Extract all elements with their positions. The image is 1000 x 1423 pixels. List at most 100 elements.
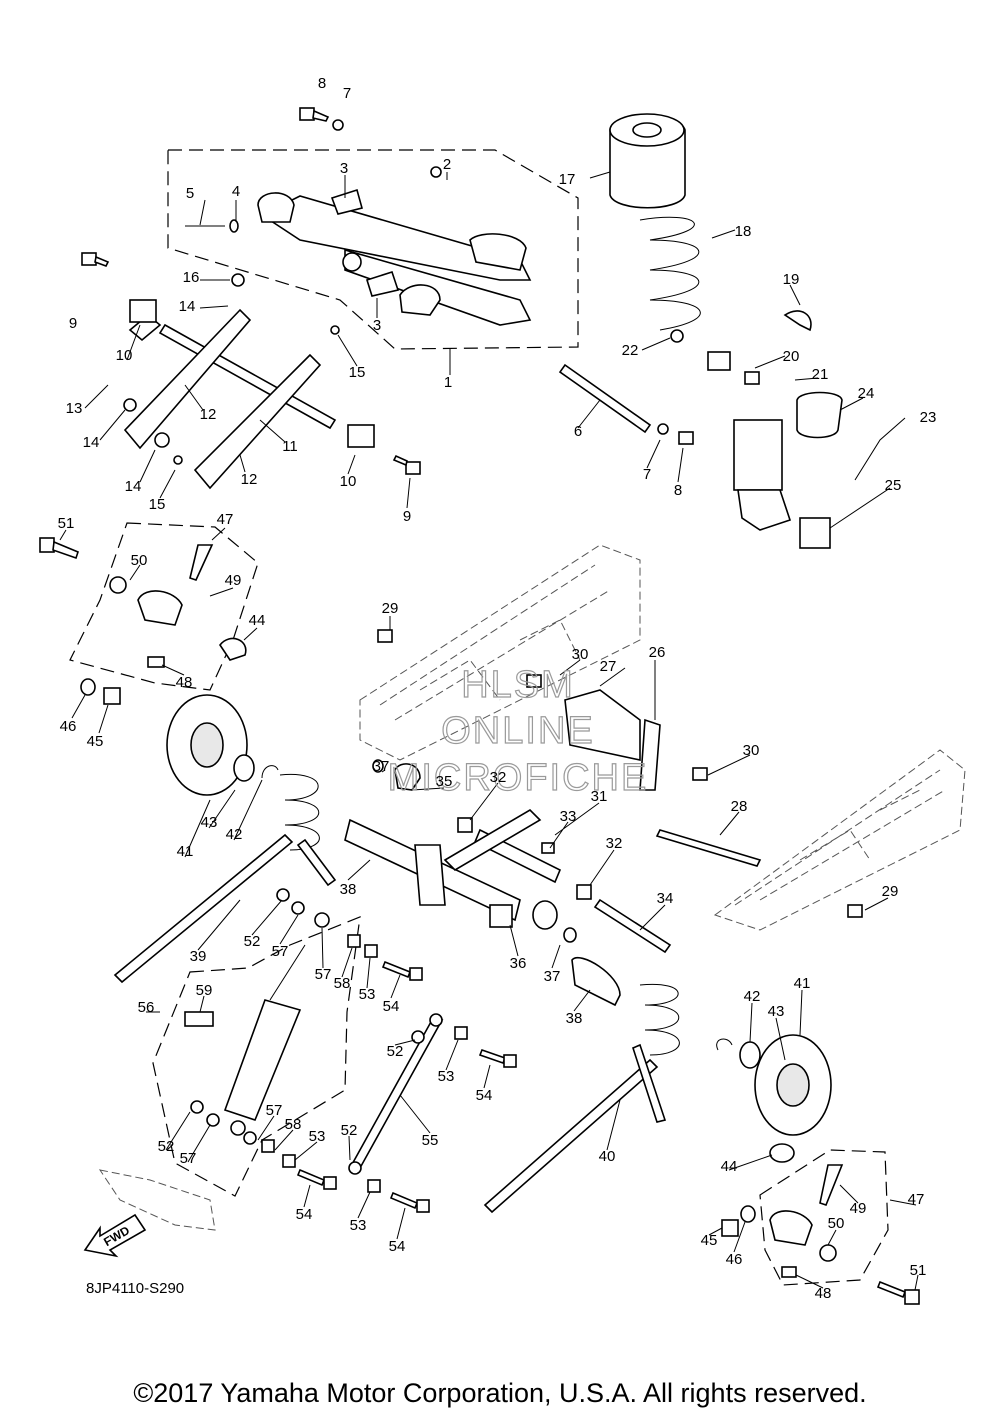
callout-57: 57	[180, 1150, 197, 1167]
callout-50: 50	[828, 1215, 845, 1232]
callout-10: 10	[340, 473, 357, 490]
callout-59: 59	[196, 982, 213, 999]
callout-52: 52	[341, 1122, 358, 1139]
callout-12: 12	[200, 406, 217, 423]
callout-51: 51	[910, 1262, 927, 1279]
callout-1: 1	[444, 374, 452, 391]
bolt-9-upper-left	[81, 252, 110, 267]
idler-wheel-right	[716, 1034, 832, 1163]
callout-57: 57	[266, 1102, 283, 1119]
callout-54: 54	[296, 1206, 313, 1223]
frame-outline-fwd	[98, 1169, 216, 1231]
callout-7: 7	[343, 85, 351, 102]
shock-absorber	[609, 113, 843, 549]
callout-9: 9	[69, 315, 77, 332]
callout-53: 53	[438, 1068, 455, 1085]
callout-53: 53	[350, 1217, 367, 1234]
callout-24: 24	[858, 385, 875, 402]
callout-47: 47	[217, 511, 234, 528]
callout-37: 37	[544, 968, 561, 985]
callout-49: 49	[225, 572, 242, 589]
callout-39: 39	[190, 948, 207, 965]
callout-48: 48	[176, 674, 193, 691]
slide-rail-lower	[713, 749, 966, 931]
callout-17: 17	[559, 171, 576, 188]
callout-42: 42	[744, 988, 761, 1005]
watermark: HLSM ONLINE MICROFICHE	[387, 663, 649, 799]
watermark-line-2: ONLINE	[441, 710, 594, 752]
group-outline-47-right	[759, 1149, 889, 1286]
callout-56: 56	[138, 999, 155, 1016]
callout-3: 3	[340, 160, 348, 177]
callout-16: 16	[183, 269, 200, 286]
callout-9: 9	[403, 508, 411, 525]
rear-arm-assembly	[257, 166, 532, 335]
bolt-51-left	[39, 537, 79, 560]
callout-19: 19	[783, 271, 800, 288]
torsion-spring-left	[113, 773, 337, 984]
callout-51: 51	[58, 515, 75, 532]
callout-42: 42	[226, 826, 243, 843]
callout-44: 44	[249, 612, 266, 629]
bolt-8-lower	[657, 423, 694, 445]
callout-8: 8	[318, 75, 326, 92]
callout-53: 53	[309, 1128, 326, 1145]
callout-46: 46	[726, 1251, 743, 1268]
callout-36: 36	[510, 955, 527, 972]
bolt-8-top	[299, 107, 344, 131]
watermark-line-1: HLSM	[461, 664, 575, 706]
callout-52: 52	[387, 1043, 404, 1060]
callout-31: 31	[591, 788, 608, 805]
callout-14: 14	[83, 434, 100, 451]
callout-10: 10	[116, 347, 133, 364]
bolt-9-lower	[392, 454, 421, 475]
callout-5: 5	[186, 185, 194, 202]
torsion-spring-right	[483, 983, 680, 1214]
callout-38: 38	[340, 881, 357, 898]
lower-shock-absorber	[184, 912, 330, 1136]
callout-33: 33	[560, 808, 577, 825]
callout-57: 57	[315, 966, 332, 983]
callout-45: 45	[87, 733, 104, 750]
leader-lines	[59, 171, 919, 1291]
callout-28: 28	[731, 798, 748, 815]
washers-collars-lower	[190, 888, 468, 1193]
callout-15: 15	[349, 364, 366, 381]
callout-3: 3	[373, 317, 381, 334]
callout-45: 45	[701, 1232, 718, 1249]
bracket-47-right	[721, 1164, 844, 1278]
callout-21: 21	[812, 366, 829, 383]
copyright-notice: ©2017 Yamaha Motor Corporation, U.S.A. A…	[133, 1378, 867, 1408]
rear-bracket	[377, 629, 863, 918]
idler-wheel-left	[166, 694, 279, 796]
callout-38: 38	[566, 1010, 583, 1027]
cotter-pin-5	[185, 219, 239, 233]
callout-32: 32	[606, 835, 623, 852]
callout-29: 29	[382, 600, 399, 617]
watermark-line-3: MICROFICHE	[388, 757, 649, 799]
callout-30: 30	[572, 646, 589, 663]
callout-53: 53	[359, 986, 376, 1003]
callout-55: 55	[422, 1132, 439, 1149]
callout-11: 11	[282, 438, 298, 455]
callout-54: 54	[383, 998, 400, 1015]
callout-15: 15	[149, 496, 166, 513]
callout-52: 52	[158, 1138, 175, 1155]
callout-26: 26	[649, 644, 666, 661]
callout-48: 48	[815, 1285, 832, 1302]
callout-12: 12	[241, 471, 258, 488]
callout-22: 22	[622, 342, 639, 359]
cross-shaft-assembly	[344, 759, 672, 1007]
collar-45-46-left	[80, 678, 121, 705]
callout-50: 50	[131, 552, 148, 569]
callout-18: 18	[735, 223, 752, 240]
callout-30: 30	[743, 742, 760, 759]
callout-4: 4	[232, 183, 240, 200]
slide-rail-upper	[359, 544, 641, 761]
callout-49: 49	[850, 1200, 867, 1217]
callout-23: 23	[920, 409, 937, 426]
callout-34: 34	[657, 890, 674, 907]
callout-54: 54	[476, 1087, 493, 1104]
callout-52: 52	[244, 933, 261, 950]
